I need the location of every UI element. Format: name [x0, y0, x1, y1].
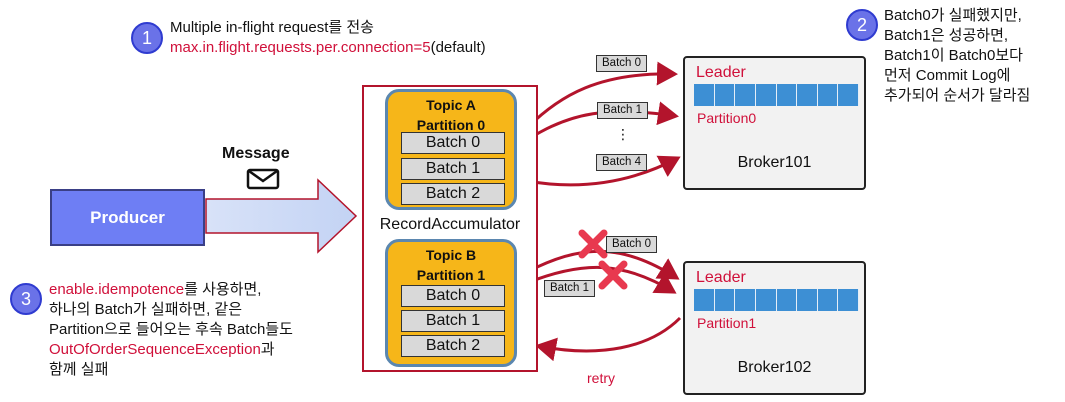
producer-box: Producer	[50, 189, 205, 246]
broker-name: Broker102	[737, 359, 812, 376]
note-3-line2: 하나의 Batch가 실패하면, 같은	[49, 301, 243, 318]
record-accumulator: Topic A Partition 0 Batch 0 Batch 1 Batc…	[362, 85, 538, 372]
commit-log	[694, 289, 859, 311]
arrow-retry	[535, 316, 682, 362]
failed-batch-tag: Batch 0	[606, 236, 657, 253]
leader-label: Leader	[696, 64, 746, 81]
batch-item: Batch 0	[401, 132, 505, 154]
step-number-3: 3	[10, 283, 42, 315]
ellipsis: ⋮	[616, 126, 630, 142]
batch-item: Batch 0	[401, 285, 505, 307]
broker-101: Leader Partition0 Broker101	[683, 56, 866, 190]
leader-label: Leader	[696, 269, 746, 286]
topic-b-partition: Partition 1	[416, 267, 486, 283]
topic-b-partition-1: Topic B Partition 1 Batch 0 Batch 1 Batc…	[385, 239, 517, 367]
record-accumulator-label: RecordAccumulator	[379, 216, 521, 233]
note-1: Multiple in-flight request를 전송 max.in.fl…	[170, 18, 486, 58]
batch-item: Batch 1	[401, 310, 505, 332]
note-1-suffix: (default)	[430, 39, 486, 56]
fail-x-icon	[598, 260, 628, 290]
in-flight-batch-tag: Batch 1	[597, 102, 648, 119]
fail-x-icon	[578, 229, 608, 259]
note-2-line: Batch1은 성공하면,	[884, 27, 1009, 44]
broker-102: Leader Partition1 Broker102	[683, 261, 866, 395]
big-arrow	[205, 178, 358, 254]
producer-label: Producer	[90, 207, 165, 227]
topic-a-partition-0: Topic A Partition 0 Batch 0 Batch 1 Batc…	[385, 89, 517, 210]
topic-a-name: Topic A	[426, 97, 476, 113]
note-3-line4-suffix: 과	[260, 341, 275, 358]
note-2-line: 먼저 Commit Log에	[884, 67, 1011, 84]
note-1-line1: Multiple in-flight request를 전송	[170, 19, 374, 36]
arrow-a-batch0	[525, 61, 678, 130]
batch-item: Batch 2	[401, 183, 505, 205]
envelope-icon	[246, 168, 280, 190]
note-3-line5: 함께 실패	[49, 361, 109, 378]
topic-b-title: Topic B Partition 1	[388, 245, 514, 285]
partition-label: Partition1	[697, 315, 757, 331]
in-flight-batch-tag: Batch 0	[596, 55, 647, 72]
note-1-config: max.in.flight.requests.per.connection=5	[170, 39, 431, 56]
message-label: Message	[222, 145, 290, 162]
note-3-config: enable.idempotence	[49, 281, 185, 298]
note-3-line4: OutOfOrderSequenceException과	[49, 340, 293, 360]
commit-log	[694, 84, 859, 106]
batch-item: Batch 1	[401, 158, 505, 180]
arrow-a-batch1	[526, 101, 679, 142]
retry-label: retry	[587, 370, 615, 386]
note-3-line1-suffix: 를 사용하면,	[184, 281, 262, 298]
note-2-line: 추가되어 순서가 달라짐	[884, 87, 1031, 104]
batch-item: Batch 2	[401, 335, 505, 357]
note-3-line3: Partition으로 들어오는 후속 Batch들도	[49, 321, 293, 338]
broker-name: Broker101	[737, 154, 812, 171]
arrow-a-batch4	[526, 155, 681, 187]
in-flight-batch-tag: Batch 4	[596, 154, 647, 171]
step-number-1: 1	[131, 22, 163, 54]
note-1-line2: max.in.flight.requests.per.connection=5(…	[170, 38, 486, 58]
topic-a-partition: Partition 0	[416, 117, 486, 133]
note-3-line1: enable.idempotence를 사용하면,	[49, 280, 293, 300]
note-3-exception: OutOfOrderSequenceException	[49, 341, 261, 358]
note-3: enable.idempotence를 사용하면, 하나의 Batch가 실패하…	[49, 280, 293, 380]
topic-a-title: Topic A Partition 0	[388, 95, 514, 135]
topic-b-name: Topic B	[425, 247, 477, 263]
partition-label: Partition0	[697, 110, 757, 126]
note-2-line: Batch0가 실패했지만,	[884, 7, 1022, 24]
step-number-2: 2	[846, 9, 878, 41]
failed-batch-tag: Batch 1	[544, 280, 595, 297]
note-2: Batch0가 실패했지만, Batch1은 성공하면, Batch1이 Bat…	[884, 6, 1030, 106]
note-2-line: Batch1이 Batch0보다	[884, 47, 1023, 64]
